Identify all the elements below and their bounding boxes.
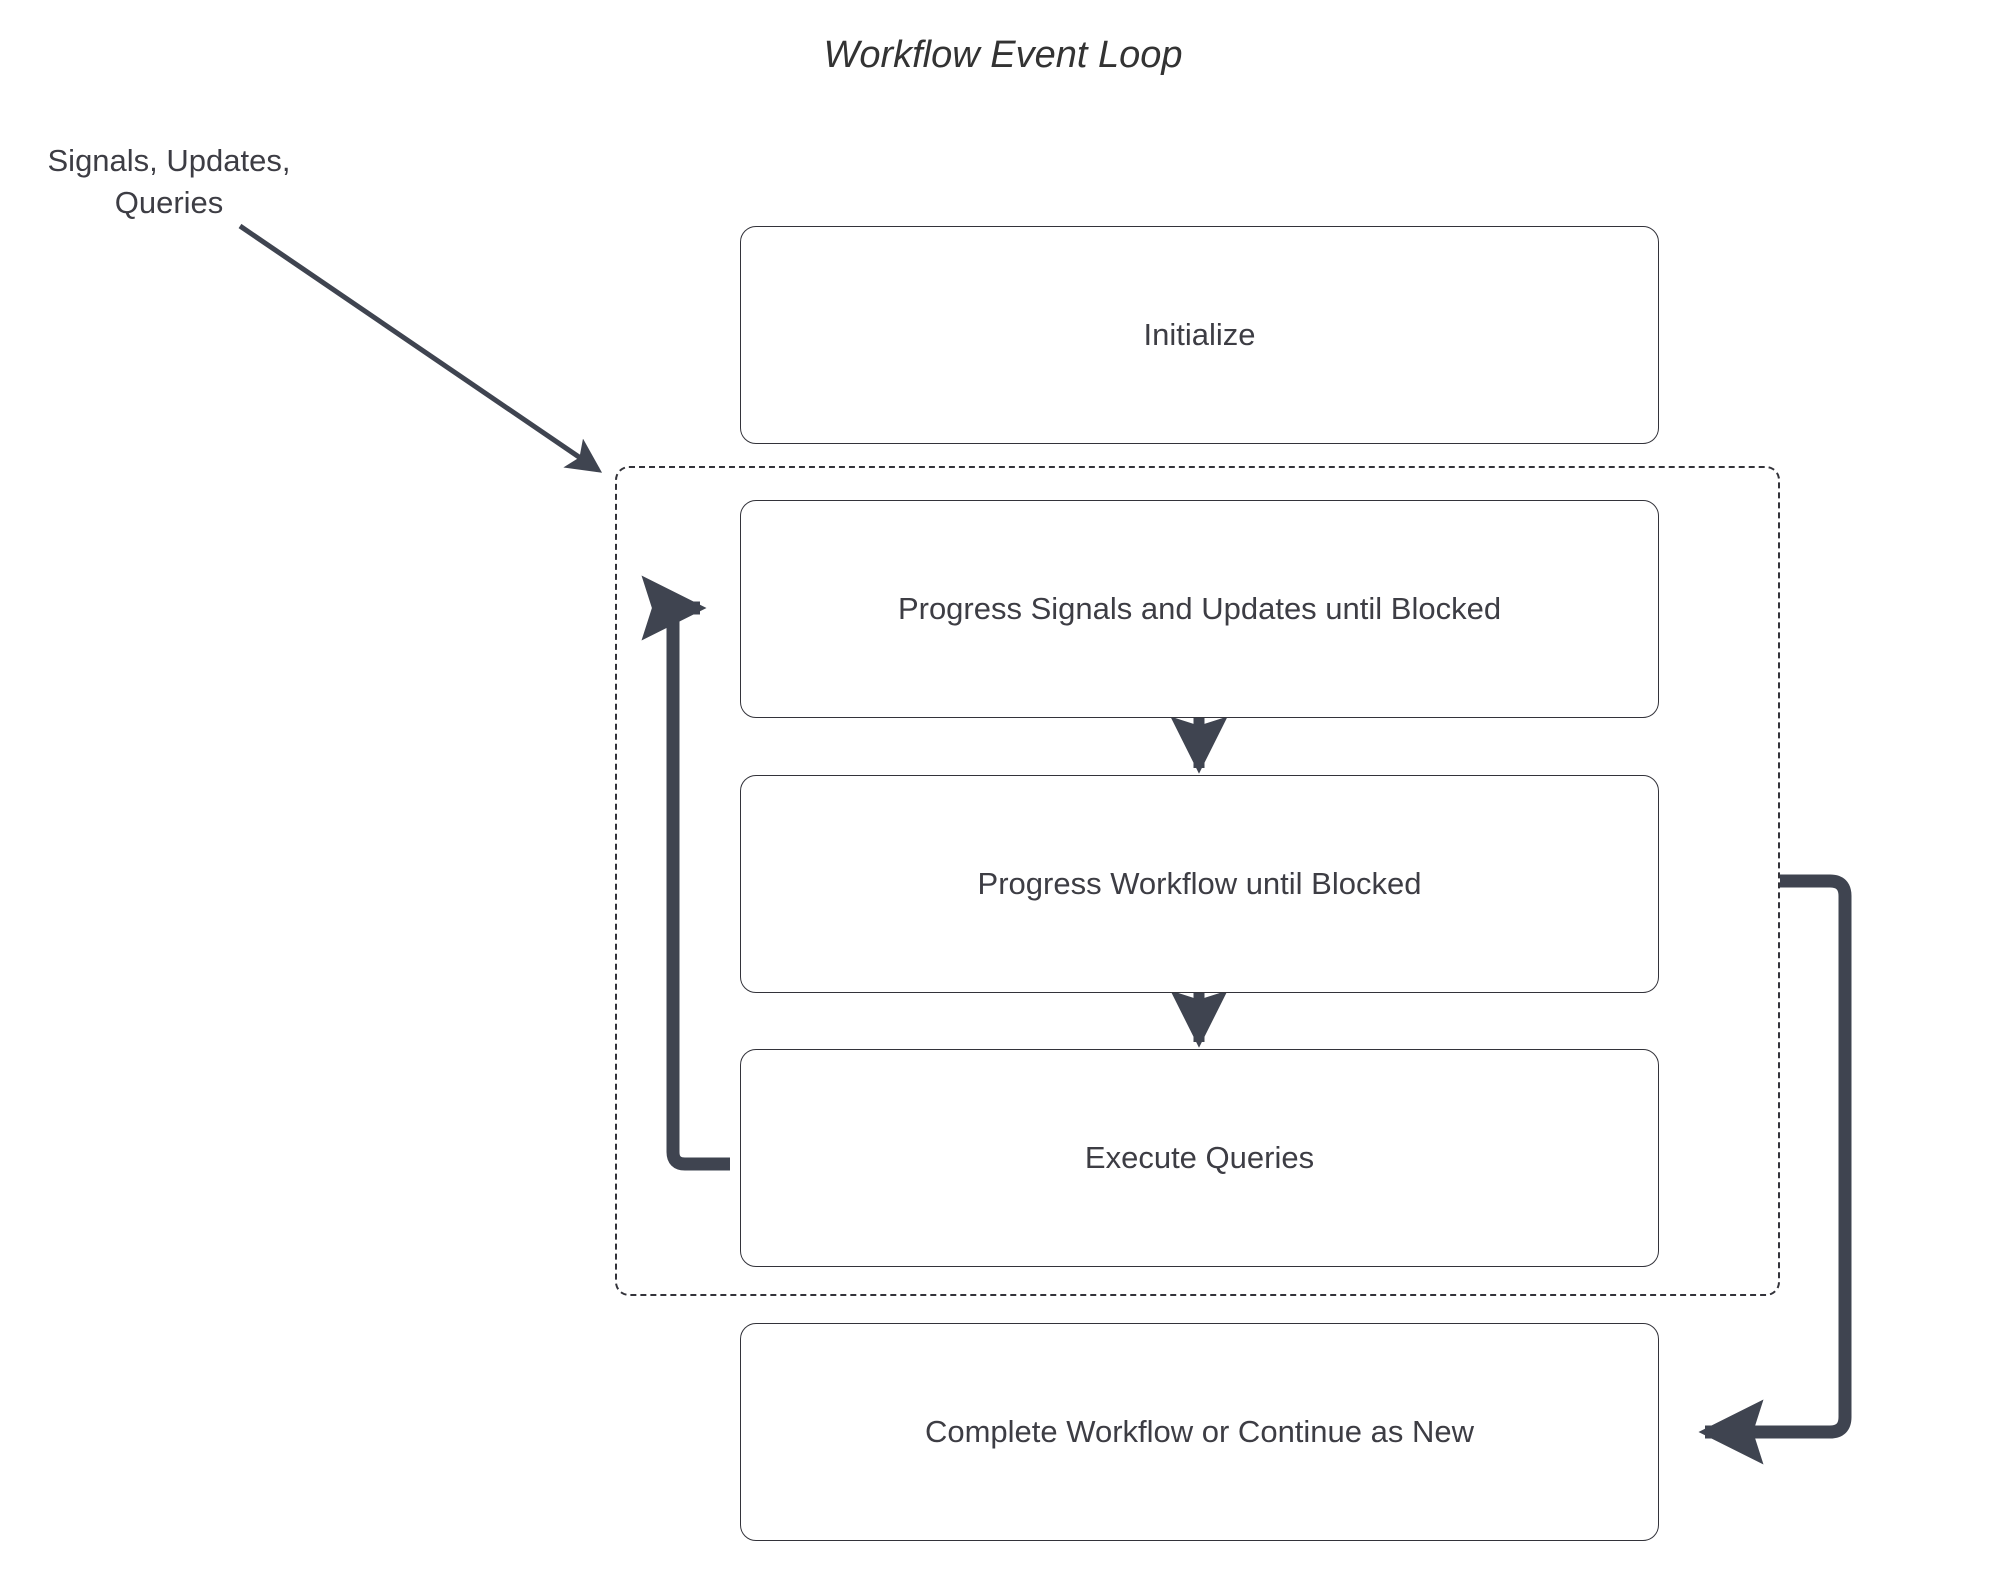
edge-loop-to-complete-arrow <box>1698 874 1852 1465</box>
page-title: Workflow Event Loop <box>823 34 1183 76</box>
node-progress-workflow-label: Progress Workflow until Blocked <box>977 865 1422 901</box>
node-progress-signals-and-updates[interactable]: Progress Signals and Updates until Block… <box>740 500 1659 718</box>
node-complete-workflow-label: Complete Workflow or Continue as New <box>924 1413 1475 1449</box>
edge-inbound-messages-arrow <box>238 223 603 473</box>
edge-label-line-1: Signals, Updates, <box>47 143 291 178</box>
node-execute-queries[interactable]: Execute Queries <box>740 1049 1659 1267</box>
edge-label-line-2: Queries <box>114 184 224 220</box>
node-execute-queries-label: Execute Queries <box>1084 1139 1315 1175</box>
node-progress-workflow[interactable]: Progress Workflow until Blocked <box>740 775 1659 993</box>
node-progress-signals-and-updates-label: Progress Signals and Updates until Block… <box>897 590 1502 626</box>
edge-queries-loop-back-arrow <box>641 575 730 1171</box>
node-initialize[interactable]: Initialize <box>740 226 1659 444</box>
node-complete-workflow[interactable]: Complete Workflow or Continue as New <box>740 1323 1659 1541</box>
node-initialize-label: Initialize <box>1143 316 1256 352</box>
edge-label-inbound-messages: Signals, Updates, Queries <box>24 140 314 224</box>
